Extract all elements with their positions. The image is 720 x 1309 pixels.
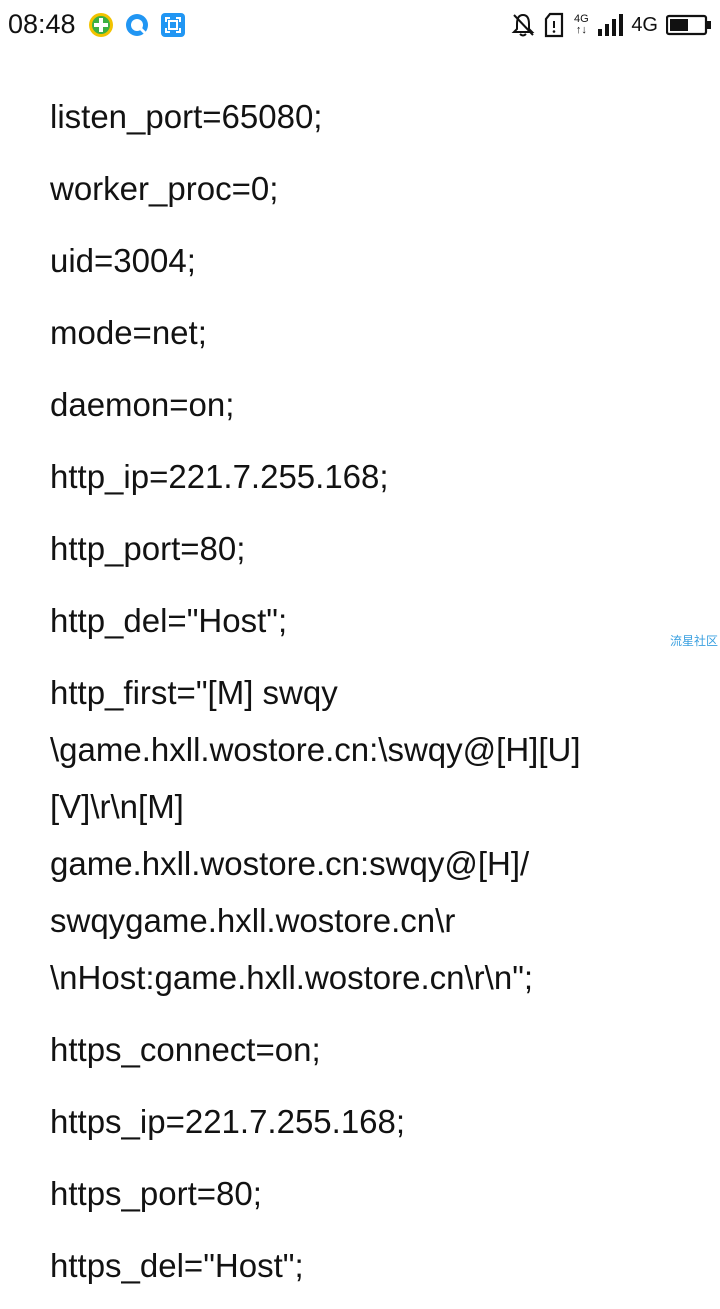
plus-circle-app-icon [89,13,113,37]
config-line: http_port=80; [50,530,246,567]
config-line: http_ip=221.7.255.168; [50,458,389,495]
http-first-line: \nHost:game.hxll.wostore.cn\r\n"; [50,959,534,996]
browser-app-icon [126,14,148,36]
http-first-line: swqygame.hxll.wostore.cn\r [50,902,456,939]
config-line: listen_port=65080; [50,98,323,135]
config-line: https_connect=on; [50,1031,321,1068]
notifications-muted-icon [511,13,535,37]
net-small-top: 4G [573,13,589,25]
http-first-block: http_first="[M] swqy \game.hxll.wostore.… [50,664,660,1006]
config-line: mode=net; [50,314,207,351]
config-text-content: listen_port=65080; worker_proc=0; uid=30… [50,88,660,1309]
config-line: https_ip=221.7.255.168; [50,1103,406,1140]
screenshot-app-icon [161,13,185,37]
status-bar: 08:48 4G ↑↓ [0,0,720,52]
sim-card-icon [545,12,564,38]
signal-strength-icon [598,14,624,36]
config-line: https_port=80; [50,1175,262,1212]
status-right: 4G ↑↓ 4G [511,10,712,40]
battery-icon [666,14,711,36]
config-line: worker_proc=0; [50,170,279,207]
status-time: 08:48 [8,9,76,39]
config-line: https_del="Host"; [50,1247,304,1284]
net-small-bottom: ↑↓ [575,24,587,36]
config-line: uid=3004; [50,242,196,279]
http-first-line: [V]\r\n[M] [50,788,184,825]
network-type: 4G [631,13,658,36]
config-line: http_del="Host"; [50,602,288,639]
http-first-line: \game.hxll.wostore.cn:\swqy@[H][U] [50,731,581,768]
net-indicator-small: 4G ↑↓ [573,14,589,36]
http-first-line: http_first="[M] swqy [50,674,338,711]
config-line: daemon=on; [50,386,235,423]
watermark-text: 流星社区 [669,634,718,648]
http-first-line: game.hxll.wostore.cn:swqy@[H]/ [50,845,530,882]
